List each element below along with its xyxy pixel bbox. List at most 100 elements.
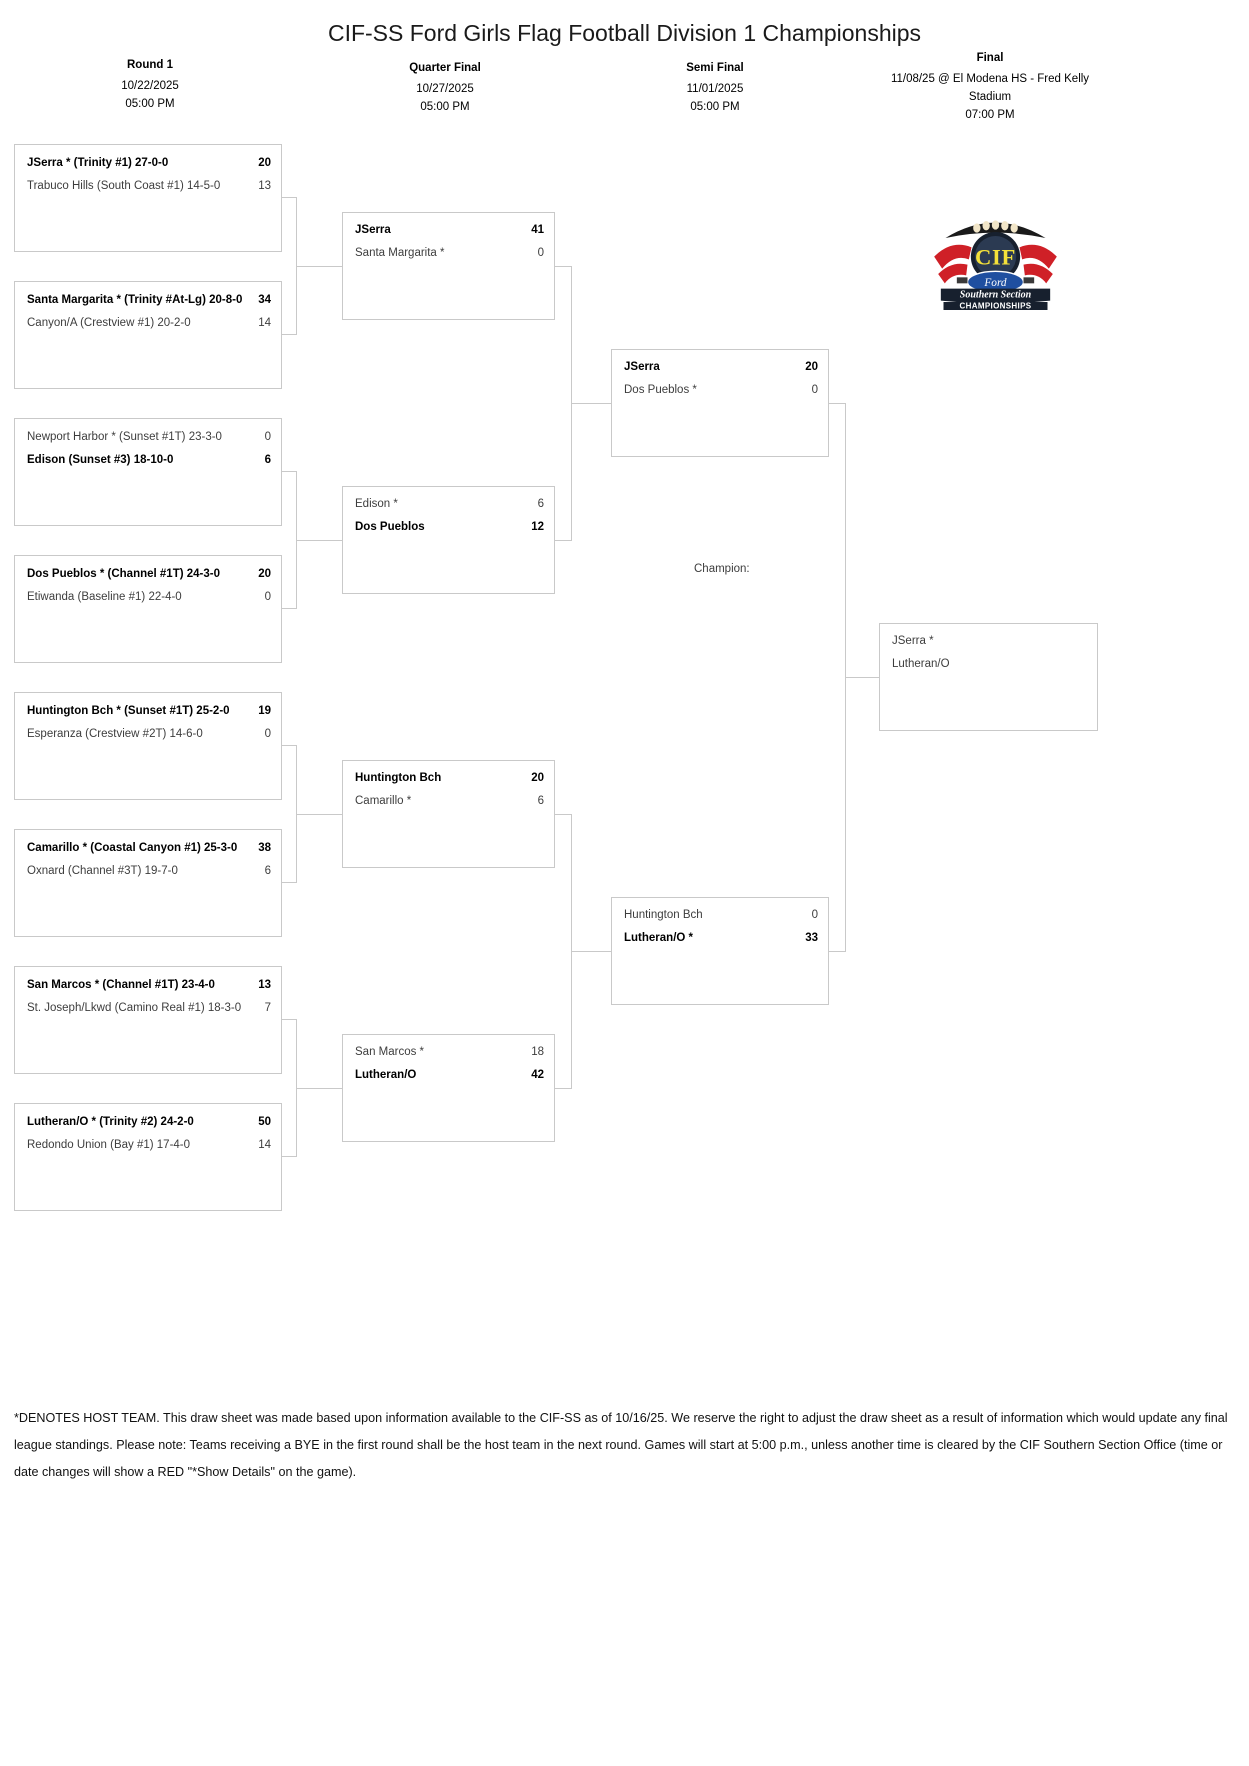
team-row[interactable]: Edison * 6 (355, 498, 544, 514)
team-score: 38 (258, 842, 271, 854)
team-name: Camarillo * (355, 795, 412, 807)
team-row[interactable]: Dos Pueblos * (Channel #1T) 24-3-0 20 (27, 568, 271, 584)
team-name: Santa Margarita * (Trinity #At-Lg) 20-8-… (27, 294, 243, 306)
team-row[interactable]: Lutheran/O 42 (355, 1069, 544, 1085)
game-box-round1-4[interactable]: Dos Pueblos * (Channel #1T) 24-3-0 20 Et… (14, 555, 282, 663)
team-row[interactable]: Santa Margarita * 0 (355, 247, 544, 263)
connector-line (555, 266, 571, 267)
team-score: 6 (264, 865, 271, 877)
footer-disclaimer-note: *DENOTES HOST TEAM. This draw sheet was … (14, 1411, 1228, 1479)
game-box-round1-3[interactable]: Newport Harbor * (Sunset #1T) 23-3-0 0 E… (14, 418, 282, 526)
team-row[interactable]: Huntington Bch * (Sunset #1T) 25-2-0 19 (27, 705, 271, 721)
team-name: Redondo Union (Bay #1) 17-4-0 (27, 1139, 191, 1151)
team-name: Canyon/A (Crestview #1) 20-2-0 (27, 317, 191, 329)
team-name: St. Joseph/Lkwd (Camino Real #1) 18-3-0 (27, 1002, 242, 1014)
team-row[interactable]: Santa Margarita * (Trinity #At-Lg) 20-8-… (27, 294, 271, 310)
team-score: 13 (258, 979, 271, 991)
team-score: 34 (258, 294, 271, 306)
team-row[interactable]: Lutheran/O * (Trinity #2) 24-2-0 50 (27, 1116, 271, 1132)
team-name: JSerra (355, 224, 391, 236)
svg-text:CIF: CIF (975, 245, 1016, 270)
game-box-semifinal-2[interactable]: Huntington Bch 0 Lutheran/O * 33 (611, 897, 829, 1005)
team-row[interactable]: JSerra * (Trinity #1) 27-0-0 20 (27, 157, 271, 173)
team-row[interactable]: Etiwanda (Baseline #1) 22-4-0 0 (27, 591, 271, 607)
connector-line (571, 403, 611, 404)
team-row[interactable]: JSerra 41 (355, 224, 544, 240)
team-score: 19 (258, 705, 271, 717)
team-row[interactable]: Lutheran/O * 33 (624, 932, 818, 948)
connector-line (829, 951, 845, 952)
team-score: 20 (531, 772, 544, 784)
game-box-semifinal-1[interactable]: JSerra 20 Dos Pueblos * 0 (611, 349, 829, 457)
round-header-round1-time: 05:00 PM (125, 98, 175, 110)
team-name: Camarillo * (Coastal Canyon #1) 25-3-0 (27, 842, 238, 854)
game-box-round1-6[interactable]: Camarillo * (Coastal Canyon #1) 25-3-0 3… (14, 829, 282, 937)
team-row[interactable]: Huntington Bch 20 (355, 772, 544, 788)
team-row[interactable]: San Marcos * (Channel #1T) 23-4-0 13 (27, 979, 271, 995)
team-row[interactable]: Huntington Bch 0 (624, 909, 818, 925)
team-row[interactable]: Redondo Union (Bay #1) 17-4-0 14 (27, 1139, 271, 1155)
team-name: JSerra * (892, 635, 934, 647)
connector-line (829, 403, 845, 404)
team-name: Newport Harbor * (Sunset #1T) 23-3-0 (27, 431, 222, 443)
round-header-round1-name: Round 1 (127, 59, 173, 71)
round-header-final-time: 07:00 PM (965, 109, 1015, 121)
team-score: 20 (805, 361, 818, 373)
team-row[interactable]: Lutheran/O (892, 658, 1087, 674)
team-row[interactable]: Newport Harbor * (Sunset #1T) 23-3-0 0 (27, 431, 271, 447)
team-row[interactable]: Dos Pueblos 12 (355, 521, 544, 537)
game-box-quarterfinal-3[interactable]: Huntington Bch 20 Camarillo * 6 (342, 760, 555, 868)
game-box-round1-5[interactable]: Huntington Bch * (Sunset #1T) 25-2-0 19 … (14, 692, 282, 800)
round-header-final-venue: Stadium (968, 91, 1012, 103)
team-row[interactable]: Esperanza (Crestview #2T) 14-6-0 0 (27, 728, 271, 744)
connector-line (282, 1156, 296, 1157)
team-row[interactable]: Trabuco Hills (South Coast #1) 14-5-0 13 (27, 180, 271, 196)
team-score: 20 (258, 157, 271, 169)
team-name: Etiwanda (Baseline #1) 22-4-0 (27, 591, 182, 603)
game-box-quarterfinal-4[interactable]: San Marcos * 18 Lutheran/O 42 (342, 1034, 555, 1142)
game-box-quarterfinal-2[interactable]: Edison * 6 Dos Pueblos 12 (342, 486, 555, 594)
game-box-round1-1[interactable]: JSerra * (Trinity #1) 27-0-0 20 Trabuco … (14, 144, 282, 252)
team-name: San Marcos * (Channel #1T) 23-4-0 (27, 979, 215, 991)
round-header-round1: Round 1 10/22/2025 05:00 PM (55, 56, 245, 113)
connector-line (282, 334, 296, 335)
team-row[interactable]: St. Joseph/Lkwd (Camino Real #1) 18-3-0 … (27, 1002, 271, 1018)
team-score: 7 (264, 1002, 271, 1014)
team-name: San Marcos * (355, 1046, 425, 1058)
team-row[interactable]: Edison (Sunset #3) 18-10-0 6 (27, 454, 271, 470)
connector-line (555, 814, 571, 815)
game-box-round1-2[interactable]: Santa Margarita * (Trinity #At-Lg) 20-8-… (14, 281, 282, 389)
round-header-semifinal: Semi Final 11/01/2025 05:00 PM (620, 59, 810, 116)
team-name: Huntington Bch (624, 909, 703, 921)
round-header-quarterfinal-time: 05:00 PM (420, 101, 470, 113)
team-row[interactable]: Camarillo * 6 (355, 795, 544, 811)
team-score: 6 (537, 498, 544, 510)
team-row[interactable]: Camarillo * (Coastal Canyon #1) 25-3-0 3… (27, 842, 271, 858)
round-header-quarterfinal: Quarter Final 10/27/2025 05:00 PM (350, 59, 540, 116)
team-row[interactable]: San Marcos * 18 (355, 1046, 544, 1062)
team-row[interactable]: JSerra * (892, 635, 1087, 651)
team-row[interactable]: Oxnard (Channel #3T) 19-7-0 6 (27, 865, 271, 881)
game-box-quarterfinal-1[interactable]: JSerra 41 Santa Margarita * 0 (342, 212, 555, 320)
team-row[interactable]: JSerra 20 (624, 361, 818, 377)
connector-line (282, 608, 296, 609)
team-score: 41 (531, 224, 544, 236)
game-box-round1-8[interactable]: Lutheran/O * (Trinity #2) 24-2-0 50 Redo… (14, 1103, 282, 1211)
team-score: 0 (537, 247, 544, 259)
team-name: Oxnard (Channel #3T) 19-7-0 (27, 865, 178, 877)
team-score: 12 (531, 521, 544, 533)
game-box-round1-7[interactable]: San Marcos * (Channel #1T) 23-4-0 13 St.… (14, 966, 282, 1074)
team-score: 6 (264, 454, 271, 466)
team-score: 14 (258, 317, 271, 329)
connector-line (571, 951, 611, 952)
connector-line (282, 745, 296, 746)
team-name: Santa Margarita * (355, 247, 445, 259)
connector-line (282, 197, 296, 198)
team-score: 0 (811, 909, 818, 921)
team-row[interactable]: Canyon/A (Crestview #1) 20-2-0 14 (27, 317, 271, 333)
team-score: 0 (264, 728, 271, 740)
team-row[interactable]: Dos Pueblos * 0 (624, 384, 818, 400)
game-box-final[interactable]: JSerra * Lutheran/O (879, 623, 1098, 731)
round-header-final: Final 11/08/25 @ El Modena HS - Fred Kel… (880, 49, 1100, 124)
team-name: Lutheran/O (892, 658, 950, 670)
